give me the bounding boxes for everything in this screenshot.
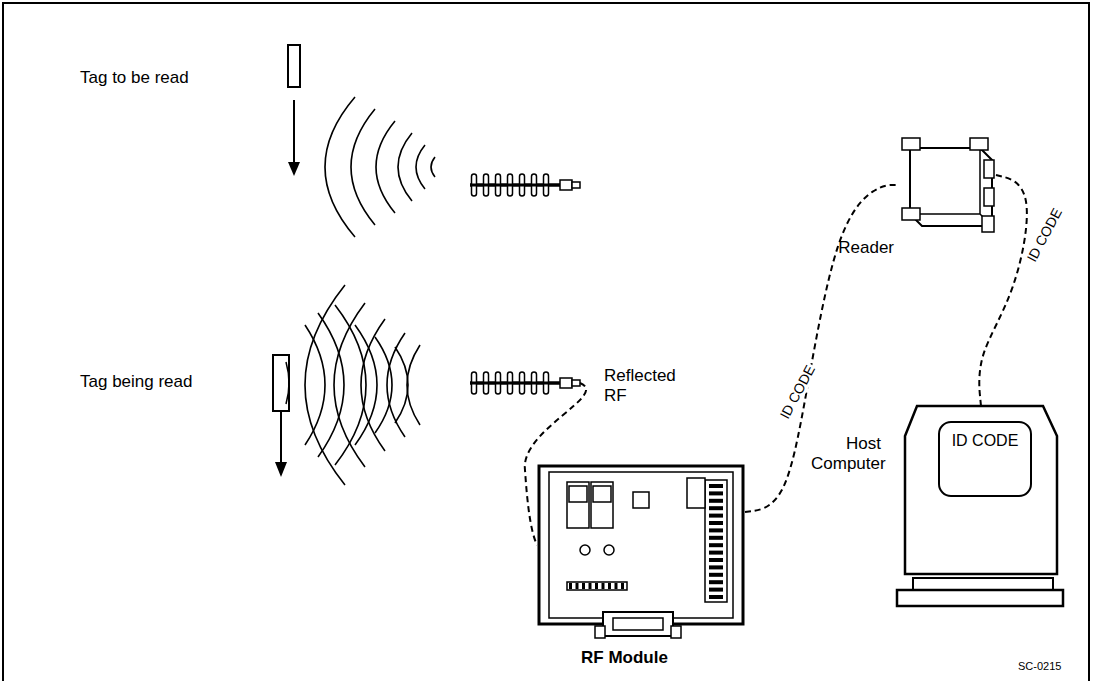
tag-antenna bbox=[286, 362, 289, 404]
motion-arrow bbox=[293, 100, 295, 165]
reader: Reader bbox=[896, 130, 996, 234]
tag-label: Tag being read bbox=[80, 372, 192, 392]
host-computer-shape bbox=[893, 392, 1065, 612]
edge-label: ID CODE bbox=[775, 361, 818, 424]
device-name: Reader bbox=[838, 238, 894, 258]
tag bbox=[273, 355, 289, 411]
frame bbox=[3, 3, 1089, 681]
module-name: RF Module bbox=[581, 648, 668, 668]
screen-text: ID CODE bbox=[943, 432, 1027, 450]
arrow-head bbox=[288, 162, 300, 176]
rf-module: RF Module bbox=[537, 462, 745, 644]
figure-number: SC-0215 bbox=[1018, 660, 1061, 673]
motion-arrow bbox=[280, 411, 282, 465]
tag-label: Tag to be read bbox=[80, 68, 189, 88]
yagi-antenna bbox=[470, 174, 580, 394]
rf-waves bbox=[305, 97, 435, 485]
host-computer: Host ComputerID CODE bbox=[893, 392, 1065, 612]
tag bbox=[288, 45, 300, 87]
data-link bbox=[745, 185, 896, 512]
arrow-head bbox=[275, 462, 287, 477]
signal-label: Reflected RF bbox=[604, 366, 674, 405]
device-name: Host Computer bbox=[811, 434, 881, 473]
rf-module-shape bbox=[537, 462, 745, 644]
reader-shape bbox=[896, 130, 996, 234]
edge-label: ID CODE bbox=[1022, 204, 1065, 267]
